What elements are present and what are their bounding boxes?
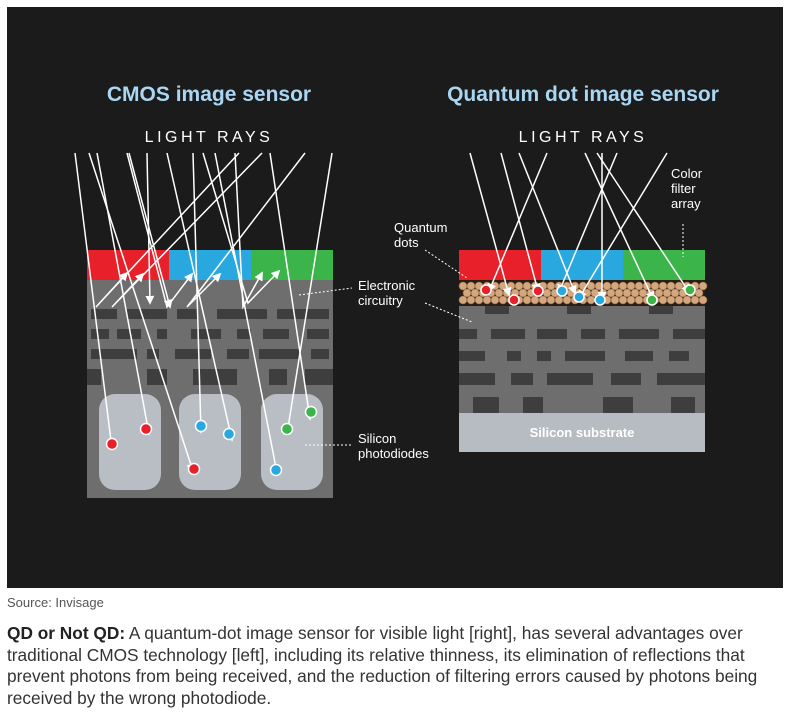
quantum-dot — [586, 295, 596, 305]
quantum-dot — [658, 281, 668, 291]
quantum-dot — [618, 281, 628, 291]
figure-caption: QD or Not QD: A quantum-dot image sensor… — [7, 623, 787, 709]
quantum-dot — [658, 295, 668, 305]
quantum-dot — [542, 288, 552, 298]
label-silicon-photodiodes: Silicon photodiodes — [358, 431, 429, 461]
qd-filter-blue — [541, 250, 623, 280]
quantum-dot — [458, 281, 468, 291]
quantum-dot — [690, 295, 700, 305]
quantum-dot — [618, 295, 628, 305]
qd-light-rays-label: LIGHT RAYS — [519, 129, 648, 146]
source-credit: Source: Invisage — [7, 595, 104, 610]
quantum-dot — [674, 281, 684, 291]
qd-circuitry — [459, 306, 705, 413]
label-color-filter-array: Color filter array — [671, 166, 706, 211]
quantum-dot — [602, 281, 612, 291]
label-electronic-circuitry: Electronic circuitry — [358, 278, 419, 308]
cmos-filter-green — [251, 250, 333, 280]
quantum-dot — [546, 295, 556, 305]
quantum-dot — [470, 288, 480, 298]
qd-photons — [480, 284, 696, 306]
quantum-dot — [554, 295, 564, 305]
quantum-dot — [458, 295, 468, 305]
quantum-dot — [666, 281, 676, 291]
quantum-dot — [610, 295, 620, 305]
quantum-dot — [670, 288, 680, 298]
quantum-dot — [662, 288, 672, 298]
quantum-dot — [650, 281, 660, 291]
sensor-comparison-diagram: CMOS image sensor LIGHT RAYS — [7, 7, 783, 588]
quantum-dot — [666, 295, 676, 305]
qd-color-filter — [459, 250, 705, 280]
quantum-dot — [622, 288, 632, 298]
silicon-substrate — [459, 413, 705, 452]
cmos-photodiode-layer — [87, 385, 333, 498]
quantum-dot — [562, 295, 572, 305]
quantum-dot — [522, 281, 532, 291]
quantum-dot — [614, 288, 624, 298]
quantum-dot — [522, 295, 532, 305]
quantum-dot — [698, 281, 708, 291]
quantum-dot — [638, 288, 648, 298]
qd-title: Quantum dot image sensor — [447, 83, 719, 106]
cmos-light-rays-label: LIGHT RAYS — [145, 129, 274, 146]
quantum-dot — [514, 281, 524, 291]
caption-lead: QD or Not QD: — [7, 623, 126, 643]
quantum-dot — [630, 288, 640, 298]
quantum-dot — [610, 281, 620, 291]
cmos-light-rays — [74, 152, 333, 475]
caption-text: A quantum-dot image sensor for visible l… — [7, 623, 758, 708]
quantum-dot — [466, 281, 476, 291]
label-quantum-dots: Quantum dots — [394, 220, 451, 250]
qd-panel: Quantum dot image sensor LIGHT RAYS — [394, 83, 719, 452]
quantum-dot — [494, 288, 504, 298]
quantum-dot — [498, 295, 508, 305]
photodiode-blue — [179, 394, 241, 490]
quantum-dot — [482, 295, 492, 305]
quantum-dot — [466, 295, 476, 305]
cmos-title: CMOS image sensor — [107, 83, 311, 106]
quantum-dot — [474, 295, 484, 305]
quantum-dot — [506, 281, 516, 291]
quantum-dot — [698, 295, 708, 305]
cmos-panel: CMOS image sensor LIGHT RAYS — [74, 83, 429, 498]
quantum-dot — [518, 288, 528, 298]
quantum-dot — [626, 295, 636, 305]
quantum-dot — [634, 295, 644, 305]
quantum-dot — [654, 288, 664, 298]
qd-light-rays — [469, 152, 690, 301]
quantum-dot — [674, 295, 684, 305]
quantum-dot — [606, 288, 616, 298]
quantum-dot — [546, 281, 556, 291]
quantum-dot — [462, 288, 472, 298]
quantum-dot — [538, 295, 548, 305]
quantum-dot — [626, 281, 636, 291]
quantum-dot — [682, 295, 692, 305]
quantum-dot — [694, 288, 704, 298]
cmos-photons — [105, 405, 318, 477]
quantum-dot — [634, 281, 644, 291]
quantum-dot — [490, 295, 500, 305]
label-silicon-substrate: Silicon substrate — [530, 425, 635, 440]
quantum-dot — [530, 295, 540, 305]
